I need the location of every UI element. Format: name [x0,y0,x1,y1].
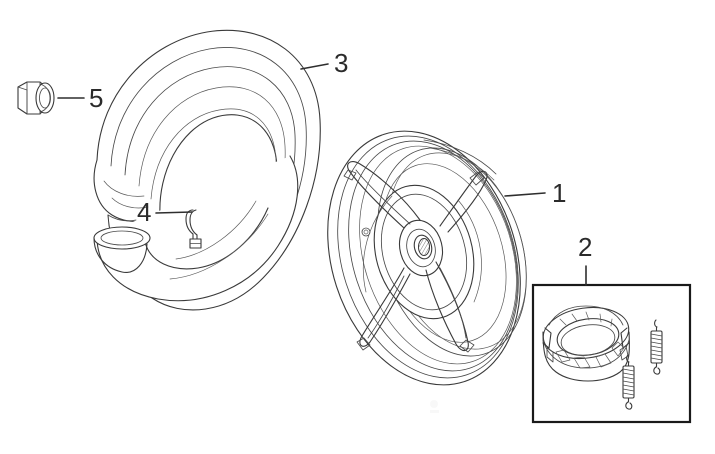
callout-label-4: 4 [137,197,152,227]
leader-line-4 [155,211,193,214]
callout-label-3: 3 [334,48,349,78]
callout-label-5: 5 [89,83,104,113]
part-brake-shoe-assembly [542,305,630,382]
part-return-spring-upper [650,319,663,375]
callout-label-1: 1 [552,178,567,208]
part-wheel-rim [327,130,527,386]
part-return-spring-lower [622,354,635,410]
leader-lines [57,63,587,286]
brake-shoe-inset-box [531,283,692,424]
callout-label-2: 2 [578,232,593,262]
faint-watermark [430,400,439,413]
part-axle-nut [17,81,55,115]
leader-line-3 [300,63,329,70]
leader-line-1 [504,192,546,197]
part-tire [93,29,321,311]
part-valve-stem [185,209,202,249]
